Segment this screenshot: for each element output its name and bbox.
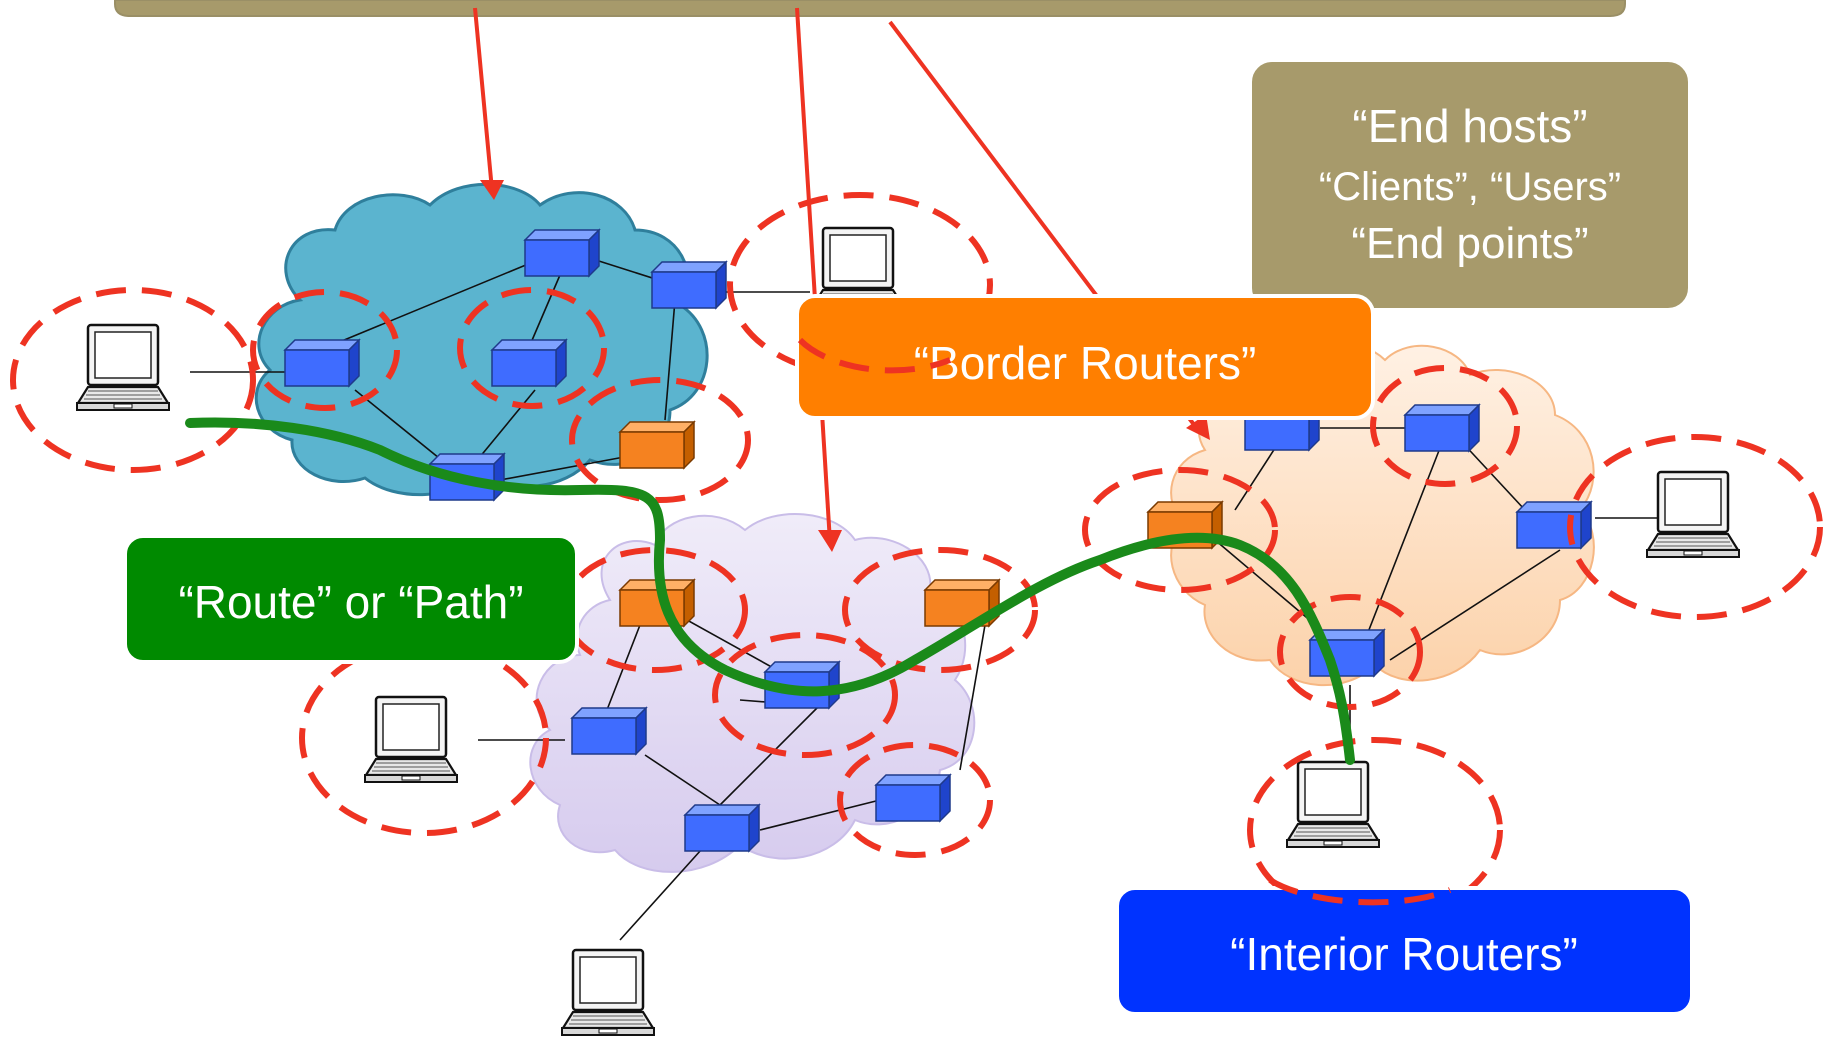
router-r1	[284, 339, 360, 387]
laptop-bottom	[560, 948, 656, 1037]
end-hosts-line-2: “Clients”, “Users”	[1319, 165, 1621, 209]
end-hosts-line-1: “End hosts”	[1352, 100, 1587, 152]
laptop-bottom-right	[1285, 760, 1381, 849]
route-or-path-label: “Route” or “Path”	[178, 576, 523, 628]
interior-routers-label: “Interior Routers”	[1230, 928, 1578, 980]
router-r9	[875, 774, 951, 822]
border-routers-label: “Border Routers”	[914, 337, 1257, 389]
router-r8	[684, 804, 760, 852]
laptop-left	[75, 323, 171, 412]
router-border-1	[619, 421, 695, 469]
router-r7	[571, 707, 647, 755]
router-r12	[1516, 501, 1592, 549]
end-hosts-box: “End hosts” “Clients”, “Users” “End poin…	[1248, 58, 1692, 312]
highlight-ellipses	[10, 192, 1823, 923]
overlay-ellipses	[797, 337, 1452, 906]
interior-routers-box: “Interior Routers”	[1115, 886, 1694, 1016]
end-hosts-line-3: “End points”	[1351, 219, 1588, 268]
router-r11	[1404, 404, 1480, 452]
router-r4	[491, 339, 567, 387]
router-r3	[651, 261, 727, 309]
laptop-middle-left	[363, 695, 459, 784]
laptop-right	[1645, 470, 1741, 559]
border-routers-box: “Border Routers”	[795, 294, 1375, 420]
route-or-path-box: “Route” or “Path”	[123, 534, 579, 664]
route-path	[185, 417, 1355, 765]
router-r2	[524, 229, 600, 277]
top-banner	[114, 0, 1626, 17]
